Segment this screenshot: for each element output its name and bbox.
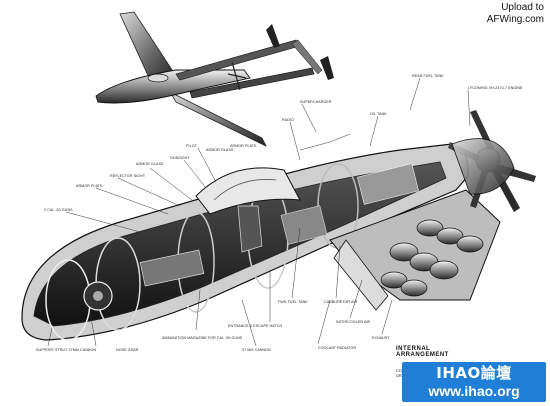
main-fuselage xyxy=(21,143,469,341)
label-armor-glass-2: ARMOR GLASS xyxy=(136,162,164,166)
upload-line-1: Upload to xyxy=(501,2,544,13)
watermark-badge: IHAO論壇 www.ihao.org xyxy=(402,362,546,402)
leader-lines xyxy=(47,77,471,347)
label-intercooler: INTERCOOLER AIR xyxy=(336,320,371,324)
label-nose-gear: NOSE GEAR xyxy=(116,348,139,352)
label-exhaust: EXHAUST xyxy=(372,336,390,340)
watermark-brand: IHAO論壇 xyxy=(436,364,512,382)
label-engine: LYCOMING XH-2470-7 ENGINE xyxy=(468,86,523,90)
inset-airplane xyxy=(95,11,334,147)
watermark-url: www.ihao.org xyxy=(428,383,520,399)
label-support: SUPPORT STRUT 37MM CANNON xyxy=(36,348,97,352)
label-turbo: SUPERCHARGER xyxy=(300,100,332,104)
label-gunsight: GUNSIGHT xyxy=(170,156,190,160)
upload-line-2: AFWing.com xyxy=(486,14,544,25)
upload-note: Upload to AFWing.com xyxy=(487,2,544,26)
label-carburetor: CARBURETOR AIR xyxy=(324,300,358,304)
label-radio: RADIO xyxy=(282,118,294,122)
label-armor-glass: ARMOR GLASS xyxy=(206,148,234,152)
label-cal-guns: 2 CAL .50 GUNS xyxy=(44,208,73,212)
title-line-1: INTERNAL ARRANGEMENT xyxy=(396,346,449,358)
label-armor-plate-2: ARMOR PLATE xyxy=(76,184,103,188)
label-radiator: COOLANT RADIATOR xyxy=(318,346,357,350)
label-ammo: AMMUNITION MAGAZINE FOR CAL .50 GUNS xyxy=(162,336,243,340)
label-pilot: PILOT xyxy=(186,144,197,148)
label-rear-fuel-tank: REAR FUEL TANK xyxy=(412,74,444,78)
label-armor-plate-1: ARMOR PLATE xyxy=(230,144,257,148)
label-cannon: 37 MM CANNON xyxy=(242,348,271,352)
label-fwd-fuel: FWD FUEL TANK xyxy=(278,300,308,304)
label-entrance: ENTRANCE & ESCAPE HATCH xyxy=(228,324,283,328)
engine-section xyxy=(329,110,536,311)
label-oil-tank: OIL TANK xyxy=(370,112,387,116)
label-reflector-sight: REFLECTOR SIGHT xyxy=(110,174,146,178)
